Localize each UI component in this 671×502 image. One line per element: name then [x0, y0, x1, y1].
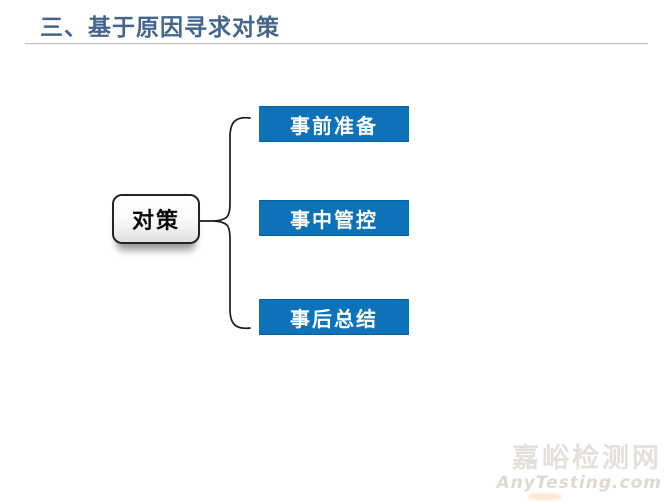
- watermark-smudge: [528, 493, 562, 500]
- branch-box-before: 事前准备: [259, 106, 409, 142]
- watermark-site-name: 嘉峪检测网: [512, 442, 662, 474]
- branch-box-during: 事中管控: [259, 200, 409, 236]
- branch-label: 事中管控: [290, 207, 378, 232]
- watermark-site-url: AnyTesting.com: [496, 473, 662, 494]
- slide-title: 三、基于原因寻求对策: [40, 15, 280, 41]
- root-node: 对策: [112, 194, 200, 244]
- branch-box-after: 事后总结: [259, 299, 409, 335]
- branch-label: 事前准备: [290, 113, 378, 138]
- watermark: 嘉峪检测网 AnyTesting.com: [496, 442, 662, 494]
- root-node-label: 对策: [131, 209, 180, 234]
- branch-label: 事后总结: [290, 306, 378, 331]
- title-divider: [25, 43, 648, 45]
